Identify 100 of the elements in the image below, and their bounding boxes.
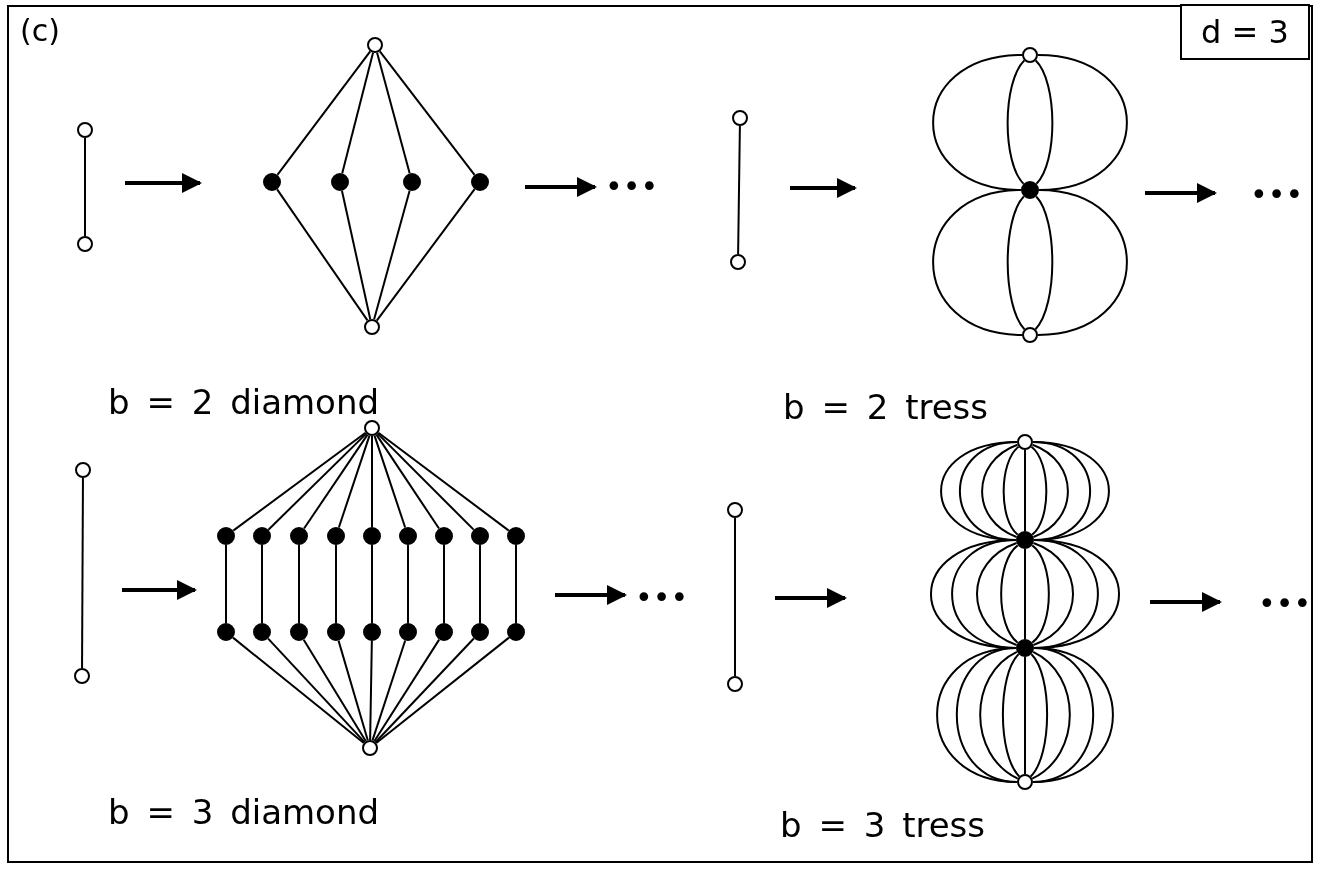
curved-edge [1031, 544, 1050, 644]
curved-edge [1002, 445, 1020, 536]
hollow-circle [362, 740, 378, 756]
edge-line [1024, 656, 1026, 775]
curved-edge [1037, 189, 1128, 336]
curved-edge [1034, 195, 1054, 331]
ellipsis: ••• [1250, 180, 1304, 210]
curved-edge [1001, 653, 1021, 778]
caption: b = 3 diamond [108, 795, 380, 829]
edge-line [369, 640, 373, 741]
hollow-circle [74, 668, 90, 684]
solid-dot [327, 527, 345, 545]
edge-line [232, 636, 365, 744]
hollow-circle [77, 122, 93, 138]
curved-edge [932, 54, 1023, 191]
edge-line [298, 544, 300, 624]
edge-line [1024, 548, 1026, 640]
edge-line [375, 188, 476, 322]
edge-line [378, 50, 476, 176]
hollow-circle [1022, 47, 1038, 63]
hollow-circle [730, 254, 746, 270]
curved-edge [1032, 542, 1074, 646]
edge-line [232, 431, 367, 532]
curved-edge [1006, 59, 1026, 185]
curved-edge [1029, 653, 1049, 778]
edge-line [371, 435, 373, 528]
edge-line [267, 637, 366, 744]
panel-label: (c) [20, 16, 60, 46]
hollow-circle [1017, 434, 1033, 450]
solid-dot [507, 623, 525, 641]
curved-edge [932, 189, 1023, 336]
edge-line [276, 188, 369, 322]
edge-line [734, 517, 736, 677]
ellipsis: ••• [605, 172, 659, 202]
edge-line [375, 636, 510, 744]
edge-line [84, 137, 86, 237]
hollow-circle [1022, 327, 1038, 343]
edge-line [479, 544, 481, 624]
edge-line [515, 544, 517, 624]
solid-dot [217, 527, 235, 545]
solid-dot [253, 527, 271, 545]
edge-line [1024, 449, 1026, 532]
curved-edge [1034, 59, 1054, 185]
edge-line [337, 639, 369, 742]
solid-dot [290, 623, 308, 641]
solid-dot [1016, 639, 1034, 657]
edge-line [371, 639, 407, 742]
edge-line [341, 51, 374, 175]
curved-edge [1031, 650, 1071, 780]
solid-dot [1021, 181, 1039, 199]
edge-line [303, 433, 369, 530]
edge-line [371, 544, 373, 624]
curved-edge [981, 443, 1019, 538]
curved-edge [1032, 647, 1114, 783]
hollow-circle [364, 319, 380, 335]
ellipsis: ••• [635, 583, 689, 613]
edge-line [376, 51, 411, 175]
solid-dot [217, 623, 235, 641]
curved-edge [1000, 544, 1019, 644]
curved-edge [1030, 445, 1048, 536]
solid-dot [403, 173, 421, 191]
caption: b = 2 diamond [108, 385, 380, 419]
solid-dot [471, 527, 489, 545]
solid-dot [327, 623, 345, 641]
edge-line [375, 433, 440, 530]
hollow-circle [727, 502, 743, 518]
edge-line [261, 544, 263, 624]
solid-dot [507, 527, 525, 545]
edge-line [443, 544, 445, 624]
hollow-circle [364, 420, 380, 436]
curved-edge [1037, 54, 1128, 191]
solid-dot [399, 527, 417, 545]
edge-line [267, 432, 368, 531]
solid-dot [253, 623, 271, 641]
edge-line [374, 637, 475, 744]
edge-line [373, 189, 411, 321]
edge-line [276, 50, 372, 176]
edge-line [225, 544, 227, 624]
edge-line [737, 125, 741, 255]
hollow-circle [77, 236, 93, 252]
hollow-circle [75, 462, 91, 478]
solid-dot [263, 173, 281, 191]
curved-edge [951, 539, 1017, 649]
edge-line [377, 431, 510, 532]
edge-line [81, 477, 84, 669]
solid-dot [290, 527, 308, 545]
solid-dot [435, 527, 453, 545]
ellipsis: ••• [1258, 589, 1312, 619]
hollow-circle [727, 676, 743, 692]
solid-dot [363, 527, 381, 545]
edge-line [337, 434, 371, 529]
solid-dot [435, 623, 453, 641]
caption: b = 3 tress [780, 808, 986, 842]
solid-dot [471, 173, 489, 191]
edge-line [340, 189, 372, 321]
hollow-circle [732, 110, 748, 126]
solid-dot [399, 623, 417, 641]
edge-line [373, 434, 407, 529]
edge-line [376, 432, 475, 531]
curved-edge [1006, 195, 1026, 331]
